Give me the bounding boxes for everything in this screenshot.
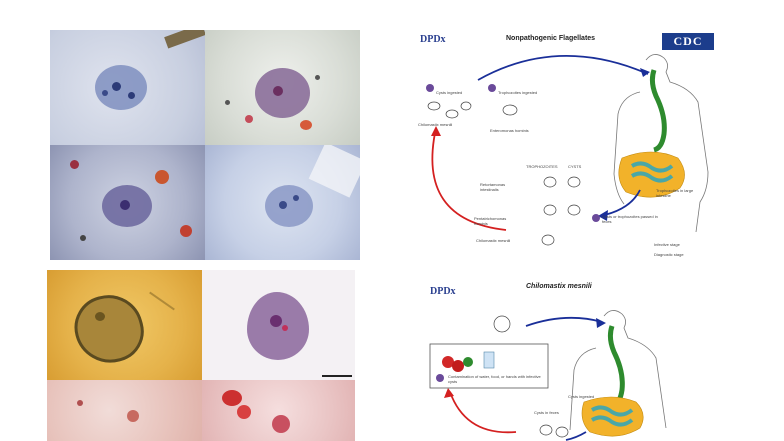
column-header: CYSTS xyxy=(568,164,582,169)
ingested-label: Cysts ingested xyxy=(568,394,595,399)
species-label: Enteromonas hominis xyxy=(490,128,529,133)
stage-a-label: Cysts ingested xyxy=(436,90,463,95)
micrograph-tile xyxy=(202,270,355,380)
species-label: Retortamonas intestinalis xyxy=(480,182,506,192)
feces-label: Cysts in feces xyxy=(534,410,559,415)
micrograph-tile xyxy=(50,30,205,145)
micrograph-tile xyxy=(47,380,202,441)
species-label: Chilomastix mesnili xyxy=(476,238,511,243)
micrograph-tile xyxy=(47,270,202,380)
cdc-badge: CDC xyxy=(662,33,714,50)
micrograph-tile xyxy=(202,380,355,441)
species-label: Chilomastix mesnili xyxy=(418,122,453,127)
micrograph-tile xyxy=(205,145,360,260)
dpdx-logo: DPDx xyxy=(430,286,456,297)
panel-title: Chilomastix mesnili xyxy=(526,283,592,290)
micrograph-tile xyxy=(205,30,360,145)
intestine-label: Trophozoites in large intestine xyxy=(656,188,694,198)
legend-diagnostic: Diagnostic stage xyxy=(654,252,684,257)
life-cycle-panel-bottom: DPDx Chilomastix mesnili Contamination o… xyxy=(418,282,718,441)
dpdx-logo: DPDx xyxy=(420,34,446,45)
life-cycle-diagram xyxy=(426,54,709,246)
life-cycle-panel-top: DPDx Nonpathogenic Flagellates CDC C xyxy=(418,30,718,262)
micrograph-tile xyxy=(50,145,205,260)
stage-b-label: Trophozoites ingested xyxy=(498,90,538,95)
contamination-label: Contamination of water, food, or hands w… xyxy=(448,374,541,384)
species-label: Pentatrichomonas hominis xyxy=(474,216,507,226)
column-header: TROPHOZOITES xyxy=(526,164,558,169)
passed-label: Cysts or trophozoites passed in feces xyxy=(602,214,658,224)
chilomastix-diagram xyxy=(429,310,667,441)
legend-infective: Infective stage xyxy=(654,242,680,247)
panel-title: Nonpathogenic Flagellates xyxy=(506,35,596,42)
